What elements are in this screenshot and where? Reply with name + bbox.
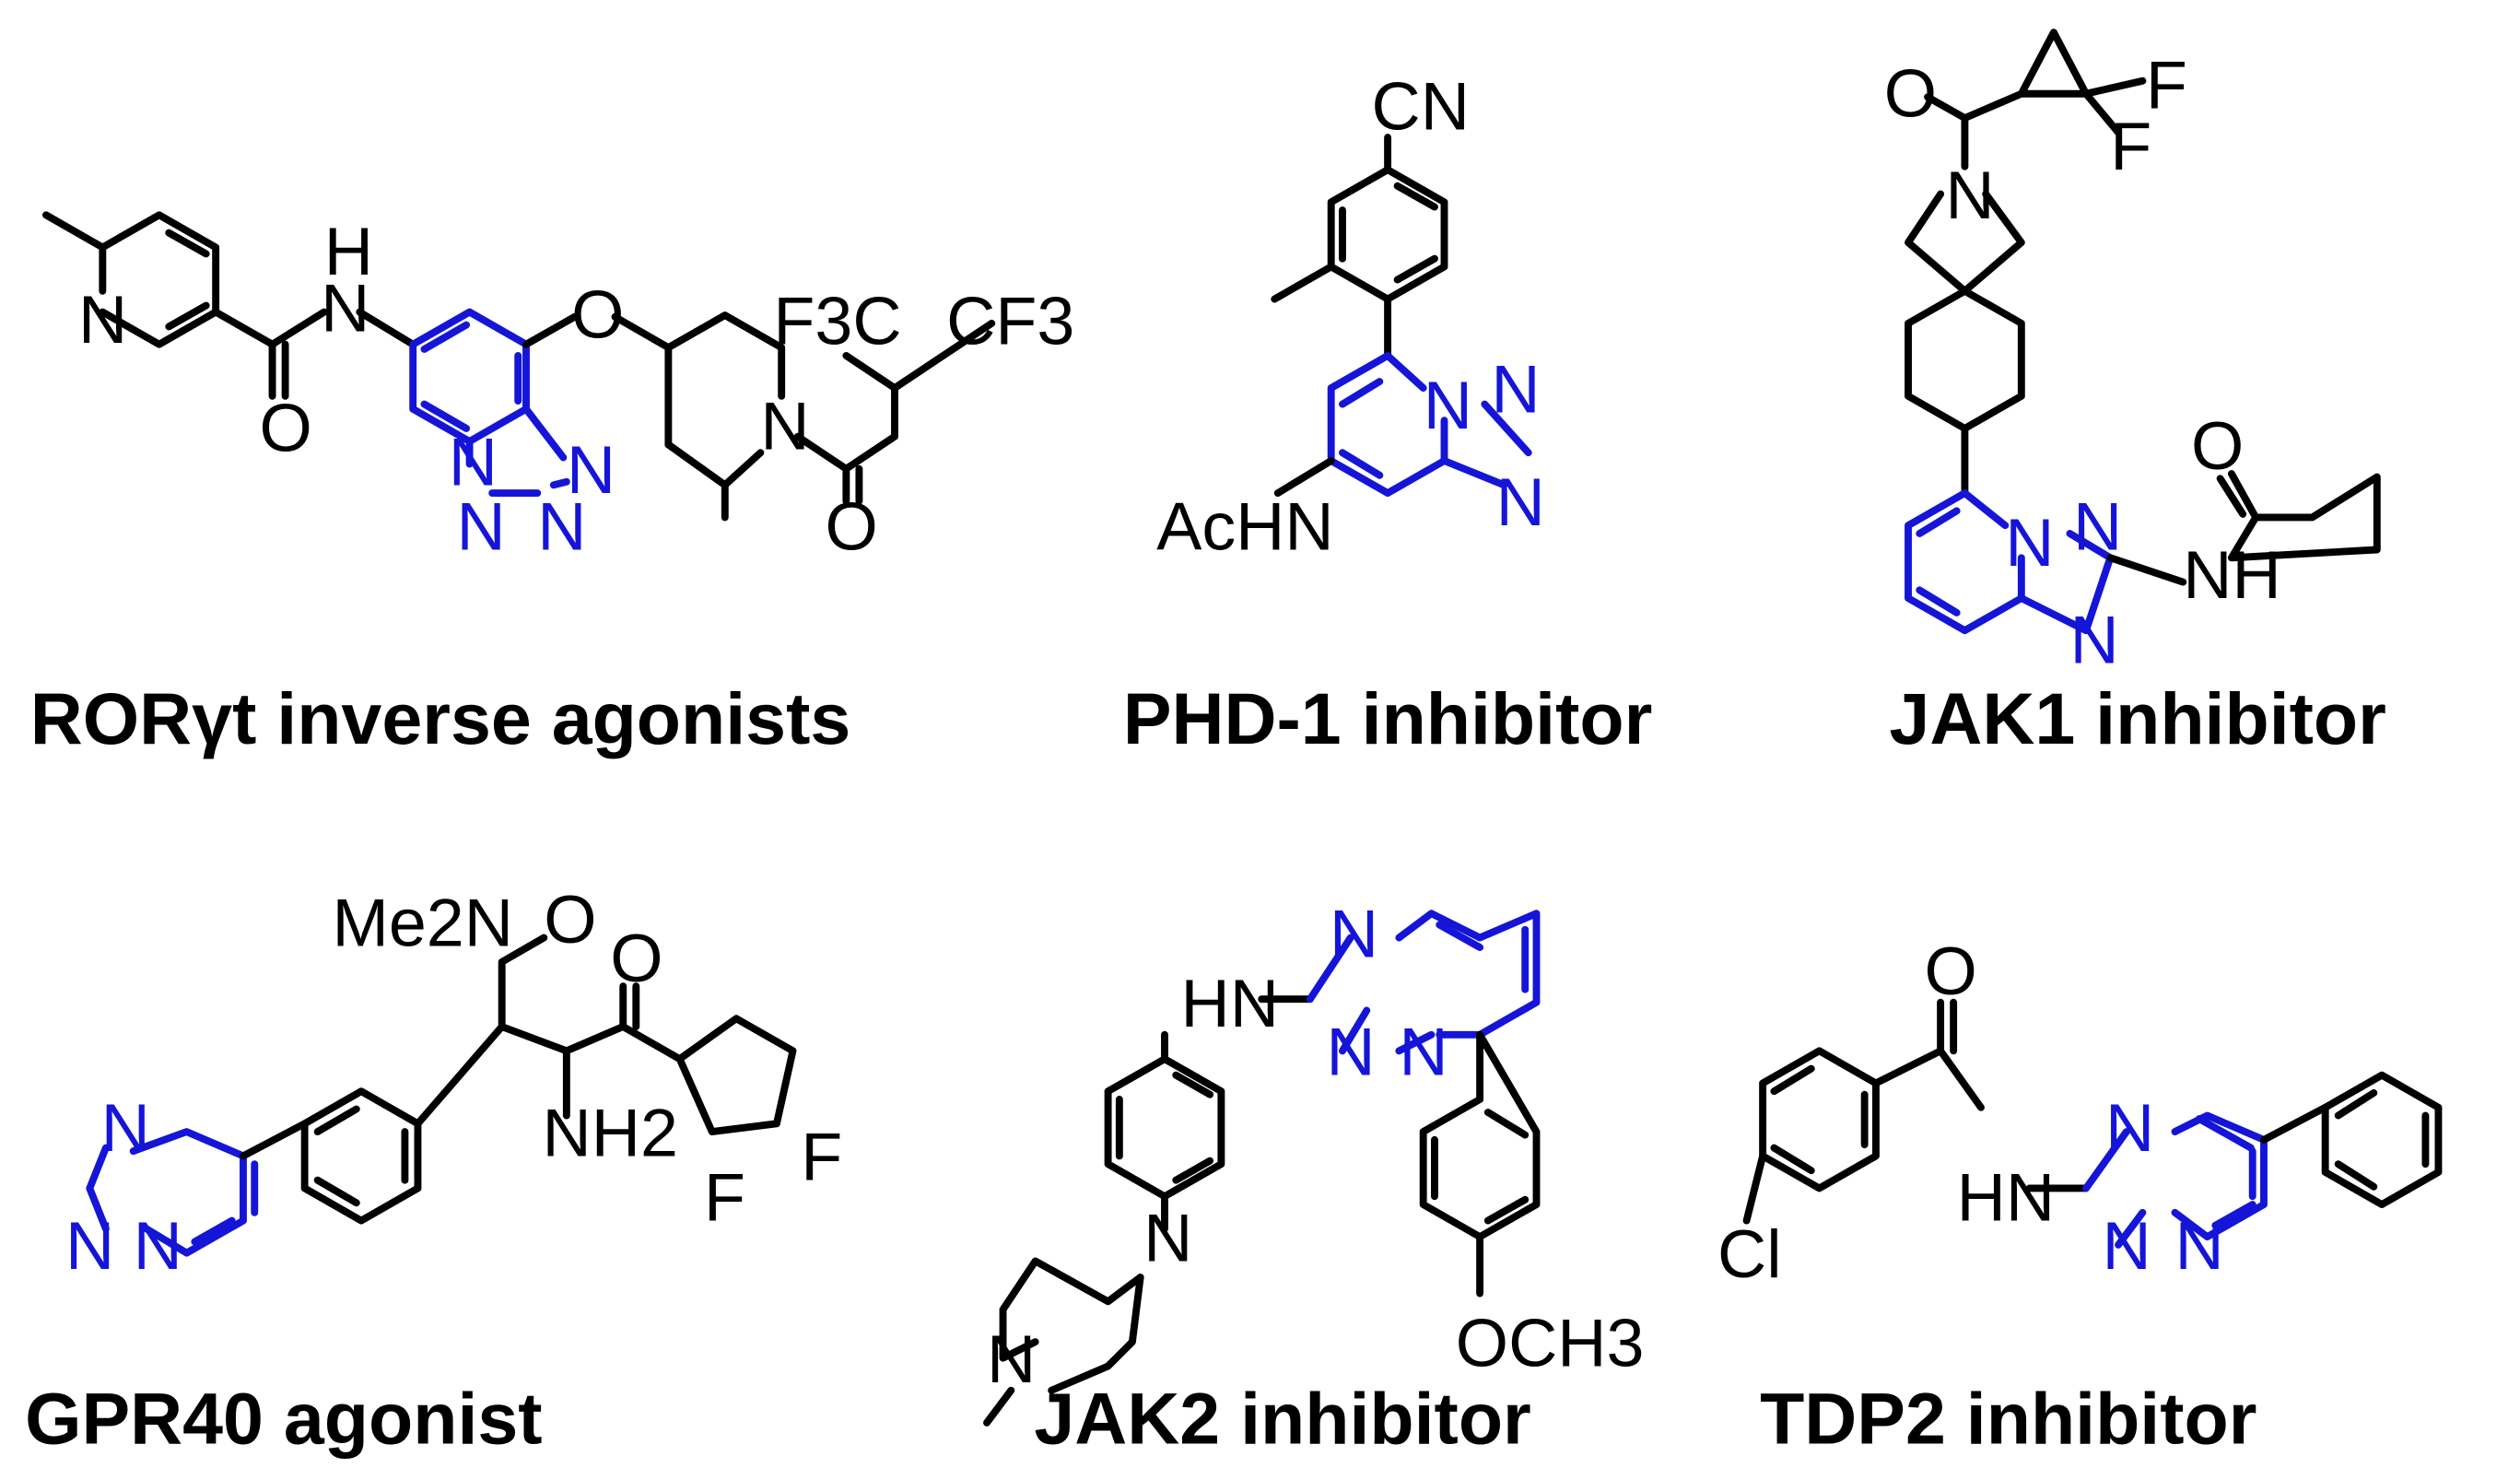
caption-jak1: JAK1 inhibitor: [1889, 678, 2385, 759]
atom-f-2: F: [704, 1159, 745, 1236]
atom-n-bridge: N: [449, 423, 498, 499]
atom-n-bridge: N: [2174, 1207, 2223, 1284]
atom-n-triazole-2: N: [537, 487, 586, 564]
compound-tdp2-inhibitor: O HN Cl N N N TDP2 inhibitor: [1717, 933, 2443, 1460]
caption-gpr40: GPR40 agonist: [25, 1379, 542, 1460]
atom-o-amide: O: [260, 389, 312, 465]
compound-gpr40-agonist: Me2N O O NH2 F F N N N GPR40 agonist: [25, 881, 842, 1460]
atom-n-amide: N: [321, 270, 369, 346]
group-nh-linker: HN: [1181, 965, 1279, 1041]
group-acetamido: AcHN: [1156, 487, 1333, 564]
atom-n-bridge: N: [134, 1207, 182, 1284]
group-methoxy: OCH3: [1456, 1304, 1645, 1380]
caption-phd1: PHD-1 inhibitor: [1123, 678, 1652, 759]
group-nh: NH: [2183, 536, 2280, 613]
group-nh-amide: HN: [1957, 1159, 2055, 1236]
atom-o-amide: O: [544, 881, 596, 957]
atom-chlorine: Cl: [1717, 1216, 1782, 1292]
atom-f-1: F: [801, 1119, 842, 1195]
atom-n-triazole-2: N: [2069, 601, 2118, 677]
atom-n-bridge: N: [1424, 367, 1472, 443]
atom-o-ether: O: [571, 276, 624, 353]
group-cf3-left: F3C: [773, 283, 901, 359]
atom-n-triazole-1: N: [1491, 350, 1540, 427]
caption-jak2: JAK2 inhibitor: [1034, 1379, 1530, 1460]
atom-o-carbonyl: O: [1884, 54, 1937, 131]
atom-n-triazole-1: N: [101, 1089, 150, 1166]
atom-nh-h: H: [324, 213, 373, 289]
atom-n-triazole-1: N: [2105, 1089, 2154, 1166]
group-cyano: CN: [1372, 67, 1470, 144]
compound-phd1-inhibitor: CN AcHN N N N PHD-1 inhibitor: [1123, 67, 1652, 759]
atom-n-triazole-2: N: [2103, 1207, 2151, 1284]
atom-n-piperazine-2: N: [987, 1321, 1036, 1397]
atom-n-bridge: N: [2005, 504, 2054, 581]
atom-f-1: F: [2146, 47, 2187, 123]
group-cf3-right: CF3: [946, 283, 1074, 359]
compound-rorgt-inverse-agonist: N H N O O N N N N N O F3C CF3 RORγt inve…: [30, 211, 1074, 759]
atom-o-acyl: O: [826, 487, 878, 564]
atom-n-triazole-1: N: [457, 487, 506, 564]
atom-n-pyridine: N: [78, 281, 127, 358]
atom-n-triazole-2: N: [1496, 464, 1545, 540]
atom-n-piperazine-1: N: [1143, 1199, 1192, 1275]
atom-o-amide: O: [1925, 933, 1977, 1009]
atom-n-bridge: N: [1399, 1014, 1448, 1090]
group-dimethylamino: Me2N: [332, 884, 513, 960]
atom-n-triazole-1: N: [2073, 487, 2122, 564]
atom-o-amide: O: [2191, 407, 2244, 484]
compound-jak2-inhibitor: HN N N N N N OCH3 JAK2 inhibitor: [983, 896, 1645, 1460]
atom-n-triazole-1: N: [1330, 896, 1378, 972]
atom-n-triazole-2: N: [1326, 1014, 1375, 1090]
atom-o-ketone: O: [610, 920, 662, 996]
caption-rorgt: RORγt inverse agonists: [30, 678, 851, 759]
atom-n-triazole-3: N: [567, 431, 615, 508]
atom-f-2: F: [2110, 108, 2151, 184]
group-amino: NH2: [543, 1094, 678, 1170]
atom-n-azetidine: N: [1945, 157, 1994, 233]
compound-jak1-inhibitor: O F F N N N N O NH JAK1 inhibitor: [1884, 29, 2386, 759]
caption-tdp2: TDP2 inhibitor: [1760, 1379, 2256, 1460]
atom-n-piperidine: N: [760, 388, 809, 464]
atom-n-triazole-2: N: [65, 1207, 114, 1284]
